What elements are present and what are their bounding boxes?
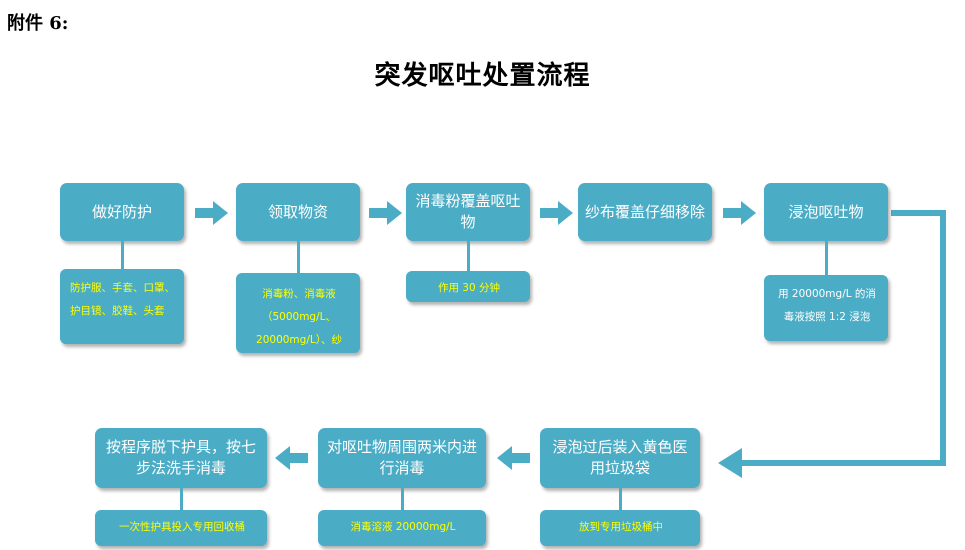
long-connector-arrowhead: [718, 448, 742, 478]
connector-line: [619, 488, 622, 510]
step-bag-waste-detail: 放到专用垃圾桶中: [540, 510, 700, 546]
connector-line: [401, 488, 404, 510]
step-bag-waste-box: 浸泡过后装入黄色医用垃圾袋: [540, 428, 700, 488]
step-protect-detail: 防护服、手套、口罩、护目镜、胶鞋、头套: [60, 269, 184, 344]
step-collect-supplies-box: 领取物资: [236, 183, 360, 241]
connector-line: [121, 241, 124, 269]
step-disinfect-area-detail: 消毒溶液 20000mg/L: [318, 510, 486, 546]
connector-line: [467, 241, 470, 271]
step-gauze-remove-box: 纱布覆盖仔细移除: [578, 183, 712, 241]
step-soak-detail: 用 20000mg/L 的消毒液按照 1:2 浸泡: [764, 275, 888, 341]
arrow-right-3: [540, 201, 573, 225]
step-cover-powder-box: 消毒粉覆盖呕吐物: [406, 183, 530, 241]
step-remove-gear-box: 按程序脱下护具，按七步法洗手消毒: [95, 428, 267, 488]
long-connector: [742, 210, 946, 466]
connector-line: [825, 241, 828, 275]
arrow-right-1: [195, 201, 228, 225]
step-protect-box: 做好防护: [60, 183, 184, 241]
step-disinfect-area-box: 对呕吐物周围两米内进行消毒: [318, 428, 486, 488]
arrow-right-4: [723, 201, 756, 225]
arrow-left-1: [497, 446, 530, 470]
step-remove-gear-detail: 一次性护具投入专用回收桶: [95, 510, 267, 546]
attachment-label: 附件 6:: [7, 13, 69, 34]
step-collect-supplies-detail: 消毒粉、消毒液（5000mg/L、20000mg/L）、纱: [236, 273, 360, 353]
step-soak-box: 浸泡呕吐物: [764, 183, 888, 241]
connector-line: [297, 241, 300, 273]
arrow-left-2: [275, 446, 308, 470]
page-title: 突发呕吐处置流程: [374, 61, 591, 91]
step-cover-powder-detail: 作用 30 分钟: [406, 271, 530, 302]
connector-line: [180, 488, 183, 510]
arrow-right-2: [369, 201, 402, 225]
